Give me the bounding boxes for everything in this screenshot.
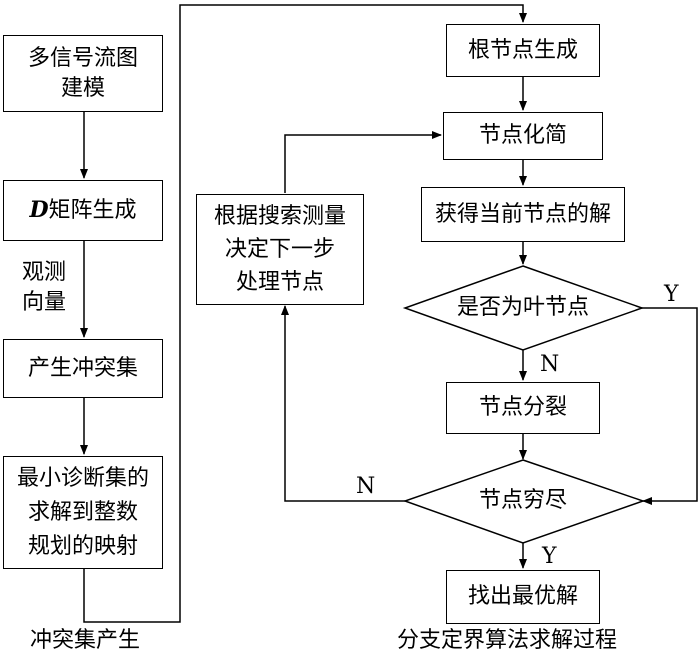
box-node-simplification: 节点化简	[443, 112, 603, 160]
label-leaf-yes: Y	[664, 282, 679, 307]
box-decide-next-node-text: 根据搜索测量 决定下一步 处理节点	[213, 204, 346, 295]
box-signal-flow-modeling: 多信号流图 建模	[3, 35, 163, 112]
connector-exhausted-no	[281, 305, 405, 502]
box-d-matrix-text: D矩阵生成	[29, 195, 136, 226]
edge-label-observation-vector: 观测 向量	[22, 260, 67, 315]
decision-leaf-shape	[402, 265, 645, 351]
box-generate-conflict-set-text: 产生冲突集	[27, 355, 138, 381]
connector-mapping-to-root	[83, 4, 527, 623]
box-d-matrix-generation: D矩阵生成	[3, 180, 163, 241]
box-find-optimal-solution: 找出最优解	[446, 570, 600, 624]
connector-decide-to-simplify	[284, 131, 442, 193]
caption-branch-and-bound: 分支定界算法求解过程	[397, 628, 618, 653]
label-exhausted-no: N	[356, 474, 376, 499]
decision-exhausted-shape	[402, 459, 646, 544]
box-node-simplification-text: 节点化简	[478, 123, 567, 148]
decision-leaf-label: 是否为叶节点	[456, 295, 589, 320]
box-current-node-solution-text: 获得当前节点的解	[434, 201, 611, 227]
decision-exhausted-label: 节点穷尽	[478, 488, 567, 513]
box-decide-next-node: 根据搜索测量 决定下一步 处理节点	[196, 194, 364, 305]
box-current-node-solution: 获得当前节点的解	[421, 187, 625, 242]
box-root-node-generation: 根节点生成	[446, 24, 600, 77]
box-node-split-text: 节点分裂	[478, 395, 567, 420]
label-leaf-no: N	[540, 352, 560, 377]
box-min-diagnosis-mapping-text: 最小诊断集的 求解到整数 规划的映射	[16, 465, 149, 559]
box-generate-conflict-set: 产生冲突集	[3, 339, 163, 398]
d-symbol: D	[29, 197, 49, 223]
box-signal-flow-modeling-text: 多信号流图 建模	[27, 45, 138, 101]
caption-conflict-set-generation: 冲突集产生	[30, 628, 141, 653]
connector-leaf-yes	[641, 307, 698, 505]
box-min-diagnosis-mapping: 最小诊断集的 求解到整数 规划的映射	[3, 456, 163, 569]
d-matrix-label: 矩阵生成	[48, 198, 137, 223]
box-find-optimal-solution-text: 找出最优解	[467, 584, 578, 609]
box-root-node-generation-text: 根节点生成	[467, 37, 578, 63]
label-exhausted-yes: Y	[542, 544, 557, 569]
box-node-split: 节点分裂	[446, 382, 600, 434]
